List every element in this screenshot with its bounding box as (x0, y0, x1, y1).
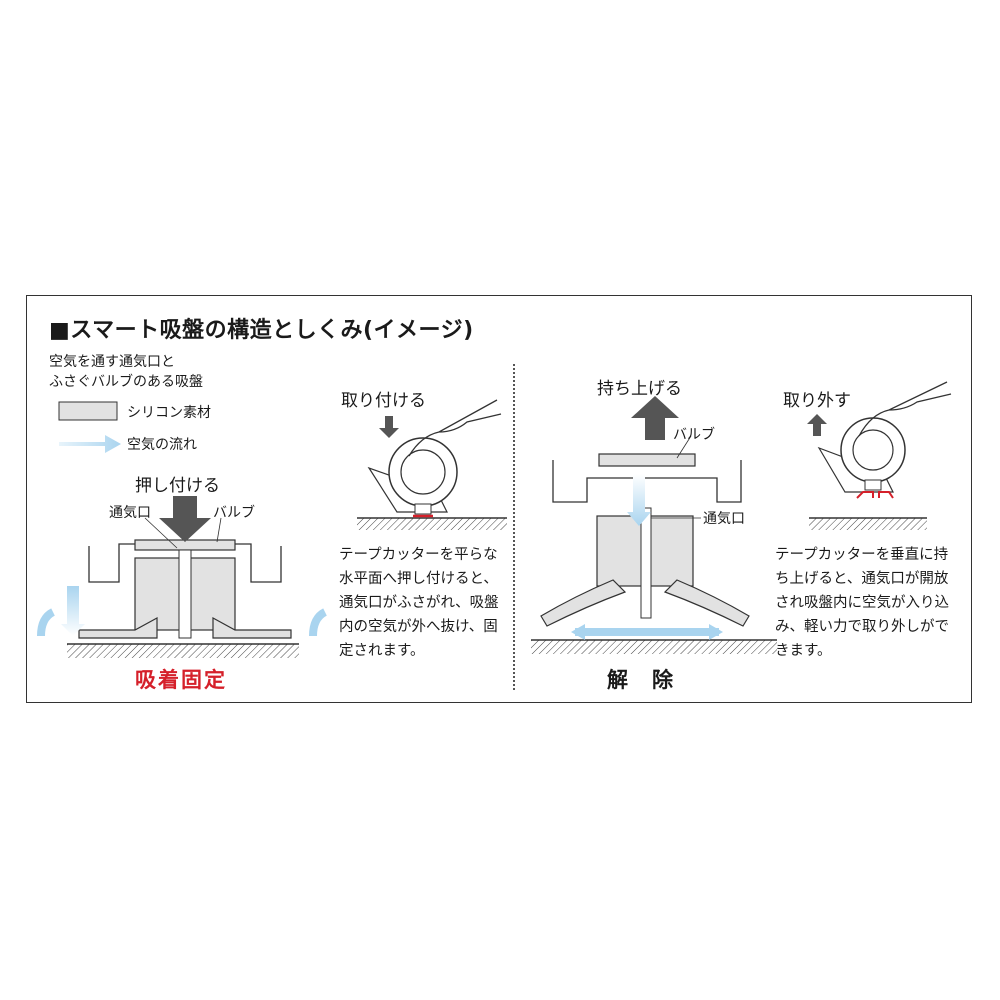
remove-tape-cutter-diagram (807, 381, 952, 530)
legend-silicone-swatch (58, 401, 118, 421)
valve-label-left: バルブ (213, 505, 255, 521)
legend-airflow-arrow-icon (59, 435, 121, 453)
diagram-artwork (37, 381, 952, 658)
remove-caption: テープカッターを垂直に持ち上げると、通気口が開放され吸盤内に空気が入り込み、軽い… (775, 547, 949, 659)
attach-caption: テープカッターを平らな水平面へ押し付けると、通気口がふさがれ、吸盤内の空気が外へ… (339, 547, 499, 659)
section-divider (513, 364, 515, 690)
diagram-panel: ■スマート吸盤の構造としくみ(イメージ) 空気を通す通気口と ふさぐバルブのある… (26, 295, 972, 703)
legend-airflow-label: 空気の流れ (127, 437, 197, 453)
push-label: 押し付ける (135, 476, 220, 496)
suction-cup-fixed-diagram (37, 496, 328, 658)
attach-tape-cutter-diagram (357, 399, 507, 530)
suction-cup-release-diagram (531, 396, 777, 654)
remove-label: 取り外す (783, 391, 851, 411)
vent-label-right: 通気口 (703, 511, 745, 527)
vent-label-left: 通気口 (109, 505, 151, 521)
description-line-2: ふさぐバルブのある吸盤 (49, 374, 203, 390)
description-line-1: 空気を通す通気口と (49, 354, 175, 370)
attach-label: 取り付ける (341, 391, 426, 411)
legend-silicone-label: シリコン素材 (127, 405, 211, 421)
fixed-result-label: 吸着固定 (135, 668, 227, 692)
diagram-heading: ■スマート吸盤の構造としくみ(イメージ) (49, 318, 474, 343)
release-result-label: 解除 (607, 668, 697, 692)
lift-label: 持ち上げる (597, 379, 682, 399)
valve-label-right: バルブ (673, 427, 715, 443)
